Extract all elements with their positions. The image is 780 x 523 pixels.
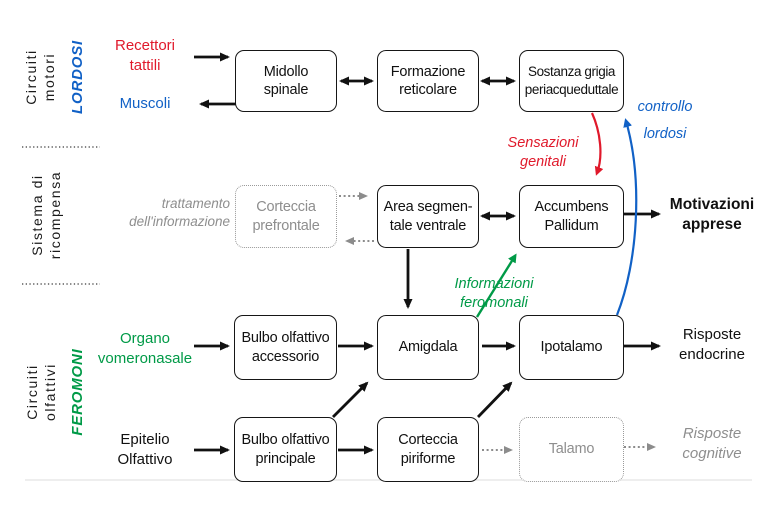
- input-label-organo-vomeronasale: Organo vomeronasale: [97, 330, 193, 367]
- node-bulbo-olfattivo-accessorio: Bulbo olfattivo accessorio: [234, 315, 337, 380]
- node-amigdala: Amigdala: [377, 315, 479, 380]
- node-midollo-spinale: Midollo spinale: [235, 50, 337, 112]
- annotation-trattamento-informazione: trattamento dell'informazione: [129, 196, 230, 229]
- node-corteccia-piriforme: Corteccia piriforme: [377, 417, 479, 482]
- input-label-recettori-tattili: Recettori tattili: [114, 37, 176, 74]
- output-label-risposte-endocrine: Risposte endocrine: [679, 326, 745, 363]
- section-label-motor-circuits: Circuiti motori: [23, 49, 57, 105]
- node-area-segmentale-ventrale: Area segmen- tale ventrale: [377, 185, 479, 248]
- annotation-controllo-lordosi: controllo lordosi: [637, 99, 693, 142]
- node-sostanza-grigia-periacqueduttale: Sostanza grigia periacqueduttale: [519, 50, 624, 112]
- node-bulbo-olfattivo-principale: Bulbo olfattivo principale: [234, 417, 337, 482]
- section-label-olfactory-circuits: Circuiti olfattivi: [24, 363, 58, 421]
- node-ipotalamo: Ipotalamo: [519, 315, 624, 380]
- node-formazione-reticolare: Formazione reticolare: [377, 50, 479, 112]
- annotation-sensazioni-genitali: Sensazioni genitali: [507, 135, 579, 170]
- output-label-motivazioni-apprese: Motivazioni apprese: [669, 196, 755, 233]
- section-label-reward-system: Sistema di ricompensa: [29, 170, 63, 260]
- output-label-muscoli: Muscoli: [119, 95, 171, 112]
- section-tag-feromoni: FEROMONI: [69, 348, 86, 436]
- arrow-bulbo-principale-to-amigdala: [332, 381, 369, 418]
- arrow-piriforme-to-ipotalamo: [476, 381, 513, 418]
- output-label-risposte-cognitive: Risposte cognitive: [682, 425, 742, 462]
- node-corteccia-prefrontale: Corteccia prefrontale: [235, 185, 337, 248]
- annotation-informazioni-feromonali: Informazioni feromonali: [454, 276, 534, 311]
- node-accumbens-pallidum: Accumbens Pallidum: [519, 185, 624, 248]
- input-label-epitelio-olfattivo: Epitelio Olfattivo: [117, 431, 173, 468]
- node-talamo: Talamo: [519, 417, 624, 482]
- section-tag-lordosi: LORDOSI: [69, 40, 86, 114]
